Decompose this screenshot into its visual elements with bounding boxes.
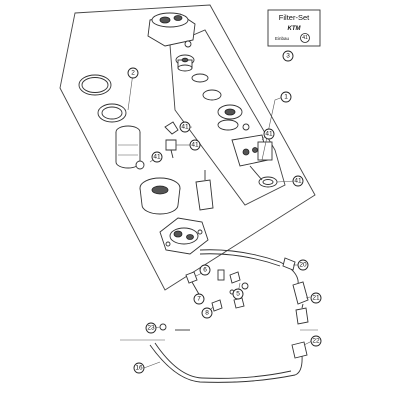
filter-set-title: Filter-Set: [279, 13, 310, 22]
svg-text:41: 41: [191, 142, 199, 149]
filter-set-box: Filter-Set KTM Einbau 41: [267, 9, 321, 47]
callout-41-e: 41: [292, 175, 304, 187]
leader-lines: [127, 72, 313, 369]
svg-text:3: 3: [286, 53, 290, 60]
top-cap: [147, 12, 196, 48]
callout-part-21: 21: [310, 292, 322, 304]
pump-small-parts: [175, 54, 250, 131]
callout-part-7: 7: [193, 293, 205, 305]
callout-set-pump: 1: [280, 91, 292, 103]
breather-hose: [120, 323, 318, 383]
filter-set-note: Einbau: [275, 36, 290, 41]
assembly-frame: [59, 4, 316, 291]
pump-body: [231, 134, 278, 188]
fuel-hose: [199, 249, 299, 286]
svg-text:23: 23: [147, 325, 155, 332]
callout-part-8: 8: [201, 307, 213, 319]
svg-text:41: 41: [294, 178, 302, 185]
svg-text:8: 8: [205, 310, 209, 317]
callout-part-22: 22: [310, 335, 322, 347]
svg-text:7: 7: [197, 296, 201, 303]
svg-text:22: 22: [312, 338, 320, 345]
svg-text:2: 2: [131, 70, 135, 77]
svg-text:5: 5: [236, 291, 240, 298]
flange-bolts: [185, 269, 249, 312]
callout-part-6: 6: [199, 264, 211, 276]
svg-text:1: 1: [284, 94, 288, 101]
callout-41-a: 41: [179, 121, 191, 133]
o-rings: [78, 74, 127, 123]
connectors: [292, 281, 309, 325]
callout-41-b: 41: [189, 139, 201, 151]
hose-clamp: [282, 257, 296, 271]
lower-housing: [139, 170, 214, 215]
filter-set-marker-label: 41: [302, 35, 308, 41]
callout-41-c: 41: [151, 151, 163, 163]
pump-flange: [159, 217, 209, 255]
strainer: [115, 121, 179, 170]
filter-set-brand: KTM: [288, 26, 302, 32]
callout-part-5: 5: [232, 288, 244, 300]
svg-text:16: 16: [135, 365, 143, 372]
callout-part-16: 16: [133, 362, 145, 374]
pump-unit-frame: [169, 29, 286, 206]
callout-part-20: 20: [297, 259, 309, 271]
callout-set-filter: 3: [282, 50, 294, 62]
svg-text:20: 20: [299, 262, 307, 269]
svg-text:41: 41: [153, 154, 161, 161]
svg-text:6: 6: [203, 267, 207, 274]
callout-41-d: 41: [263, 128, 275, 140]
filter-set-marker: [300, 33, 310, 43]
callout-part-23: 23: [145, 322, 157, 334]
callout-set-strainer: 2: [127, 67, 139, 79]
svg-text:21: 21: [312, 295, 320, 302]
svg-text:41: 41: [181, 124, 189, 131]
svg-text:41: 41: [265, 131, 273, 138]
